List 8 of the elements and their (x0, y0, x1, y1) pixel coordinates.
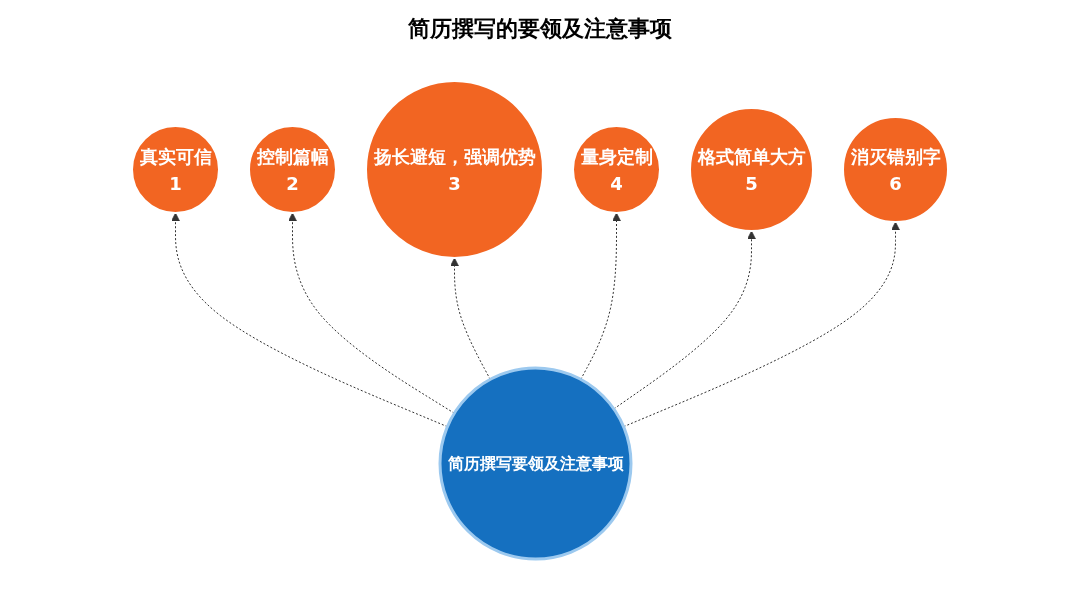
node-circle: 简历撰写要领及注意事项 (438, 366, 633, 561)
node-circle: 控制篇幅 2 (248, 125, 337, 214)
title: 简历撰写的要领及注意事项 (407, 15, 673, 43)
node-circle: 消灭错别字 6 (842, 116, 949, 223)
node-circle: 扬长避短，强调优势 3 (365, 80, 544, 259)
node-circle: 真实可信 1 (131, 125, 220, 214)
node-circle: 格式简单大方 5 (689, 107, 814, 232)
node-circle: 量身定制 4 (572, 125, 661, 214)
